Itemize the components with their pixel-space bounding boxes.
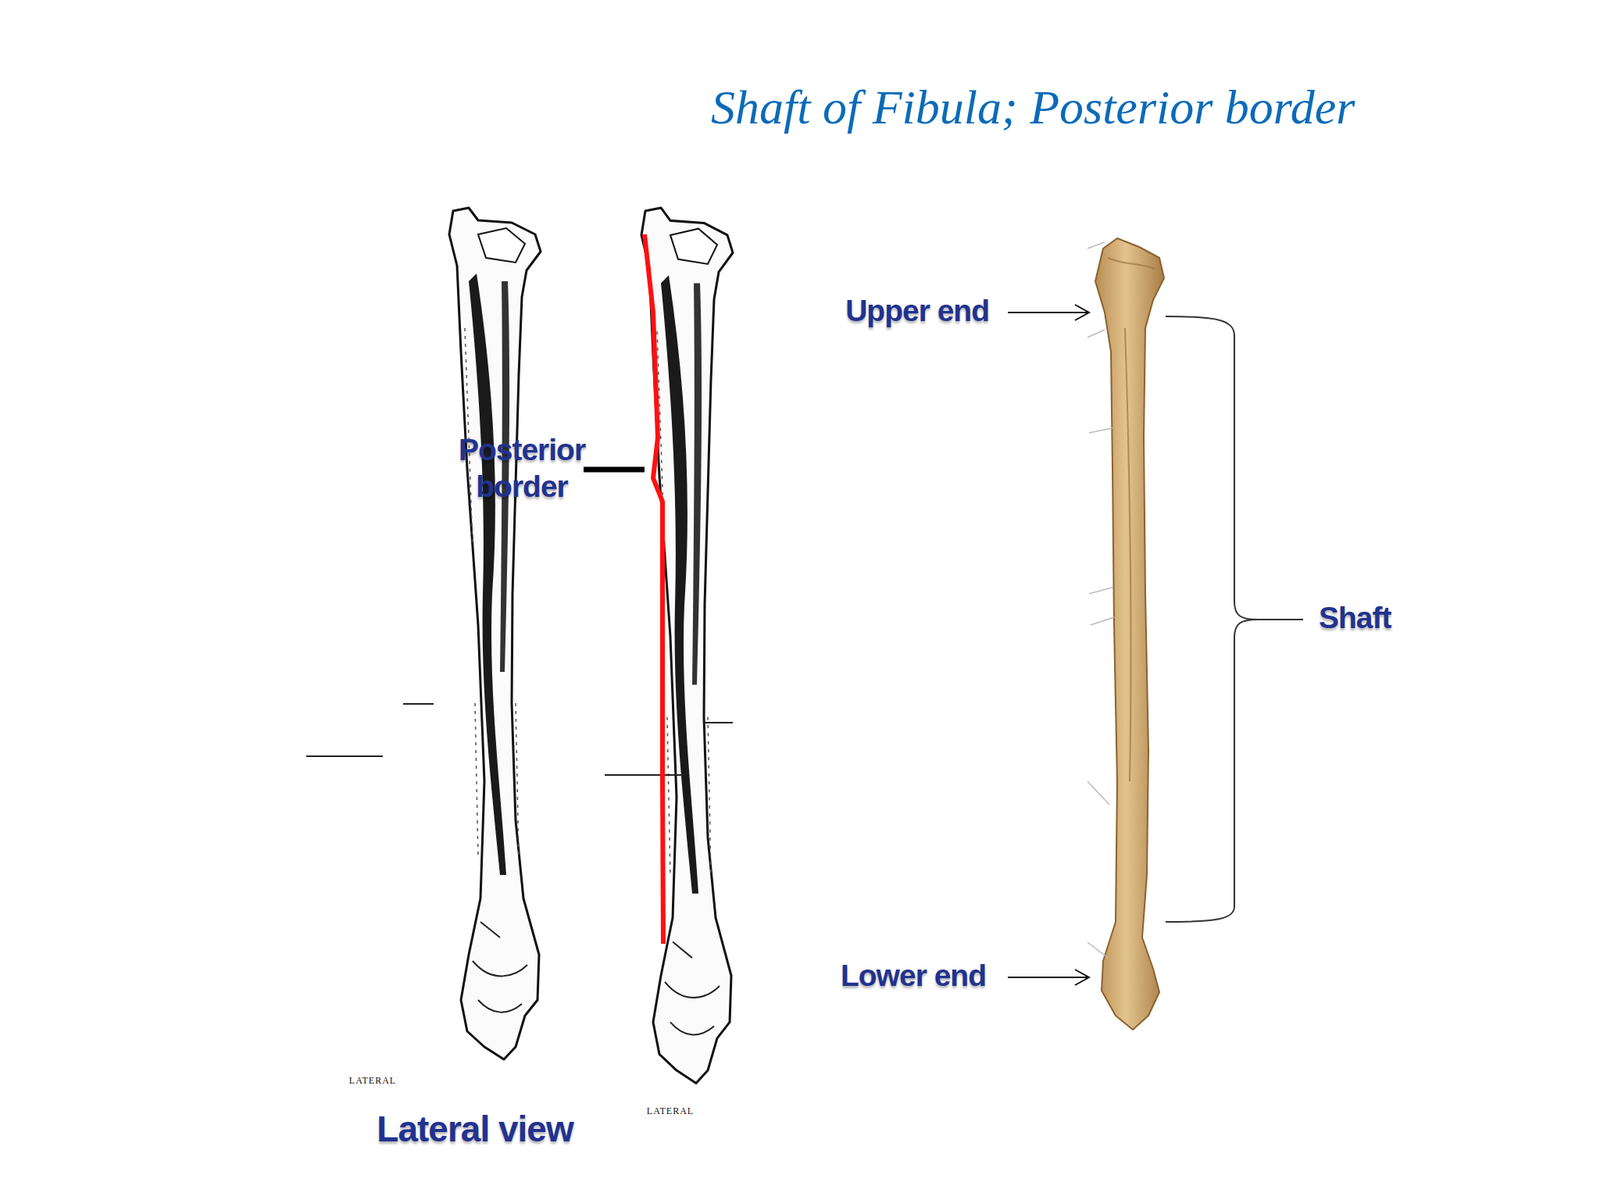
lateral-bone-marked: [583, 207, 733, 1084]
leader-arrows: [1007, 304, 1090, 986]
fibula-photo-bone: [1087, 238, 1165, 1030]
part-label: Posterior border: [439, 431, 604, 505]
plate-label: LATERAL: [646, 1105, 694, 1118]
plate-label: LATERAL: [349, 1075, 397, 1087]
part-label: Shaft: [1318, 600, 1392, 636]
lateral-bone-plain: [306, 207, 541, 1060]
part-label: Lower end: [840, 958, 986, 993]
view-label: Lateral view: [376, 1107, 573, 1150]
part-label: Upper end: [845, 293, 990, 329]
shaft-bracket: [1165, 316, 1304, 922]
slide-title: Shaft of Fibula; Posterior border: [710, 79, 1355, 136]
